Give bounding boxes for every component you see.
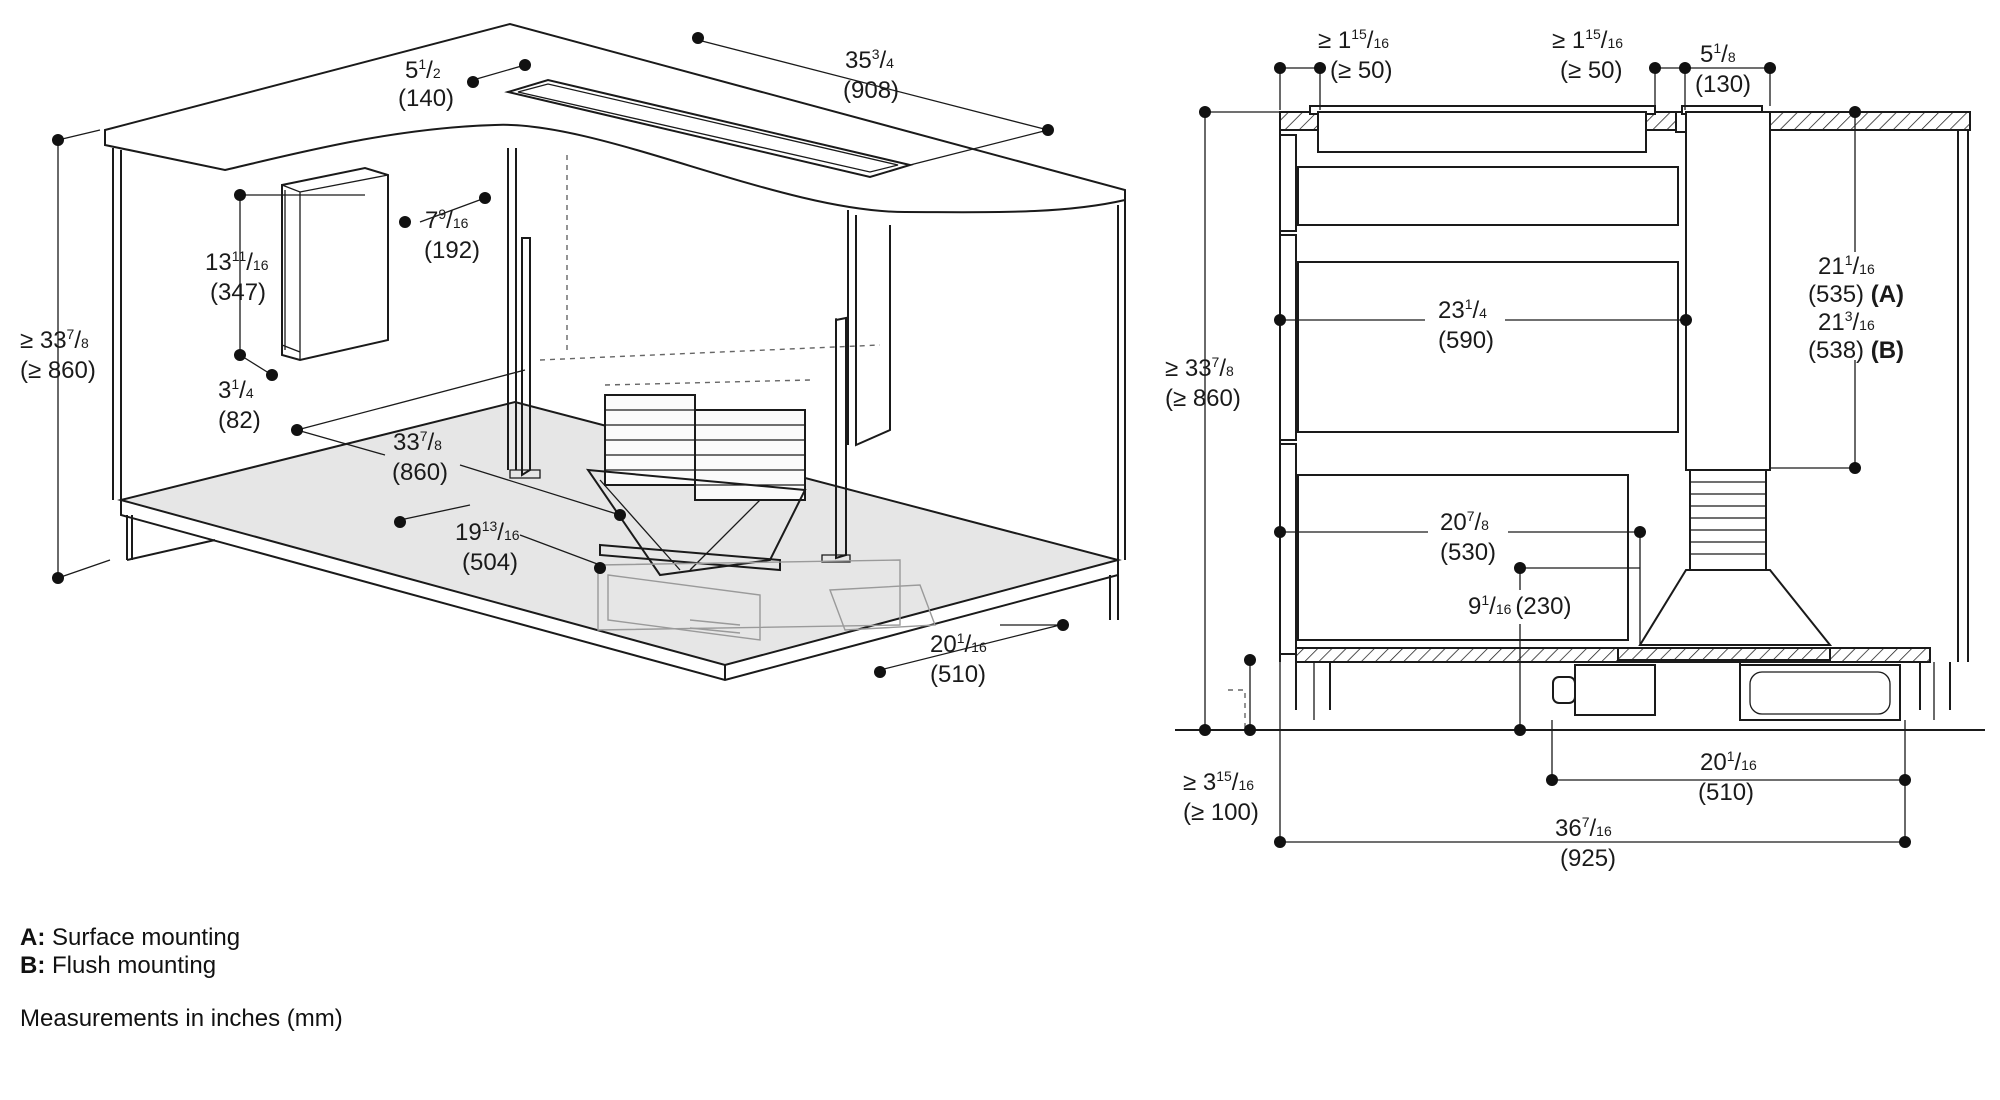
dim-label-130: 51/8 (130) — [1695, 40, 1751, 98]
ghost-components — [539, 344, 936, 641]
external-blower — [281, 166, 389, 362]
svg-text:(535) (A): (535) (A) — [1808, 281, 1904, 308]
legend-key-b: B: — [20, 952, 46, 979]
svg-text:91/16(230): 91/16(230) — [1468, 592, 1571, 620]
dim-label-504: 1913/16 (504) — [455, 518, 520, 576]
fan-housing — [1638, 569, 1833, 646]
svg-text:51/2: 51/2 — [405, 56, 441, 84]
svg-text:≥ 115/16: ≥ 115/16 — [1318, 26, 1389, 54]
dim-label-860-height: ≥ 337/8 (≥ 860) — [20, 326, 96, 384]
svg-text:≥ 337/8: ≥ 337/8 — [20, 326, 89, 354]
svg-text:211/16: 211/16 — [1818, 252, 1875, 280]
svg-text:(504): (504) — [462, 549, 518, 576]
section-view: ≥ 115/16 (≥ 50) ≥ 115/16 (≥ 50) 51/8 (13… — [1165, 26, 1985, 872]
section-dimension-dots — [1199, 62, 1911, 848]
dim-label-908: 353/4 (908) — [843, 46, 899, 104]
dim-label-535-a: 211/16 (535) (A) — [1808, 252, 1908, 360]
units-note-text: Measurements in inches (mm) — [20, 1005, 343, 1032]
svg-text:(925): (925) — [1560, 845, 1616, 872]
dim-label-860-section: ≥ 337/8 (≥ 860) — [1165, 354, 1241, 412]
svg-text:(538) (B): (538) (B) — [1808, 337, 1904, 364]
svg-text:(130): (130) — [1695, 71, 1751, 98]
svg-text:1311/16: 1311/16 — [205, 248, 269, 276]
svg-text:(510): (510) — [930, 661, 986, 688]
dim-label-925: 367/16 (925) — [1555, 814, 1616, 872]
svg-text:(347): (347) — [210, 279, 266, 306]
svg-text:(590): (590) — [1438, 327, 1494, 354]
svg-text:31/4: 31/4 — [218, 376, 254, 404]
svg-text:(≥ 50): (≥ 50) — [1560, 57, 1623, 84]
dim-label-510: 201/16 (510) — [930, 630, 987, 688]
svg-text:337/8: 337/8 — [393, 428, 442, 456]
svg-text:367/16: 367/16 — [1555, 814, 1612, 842]
dim-label-230: 91/16(230) — [1462, 590, 1590, 624]
svg-text:(≥ 50): (≥ 50) — [1330, 57, 1393, 84]
svg-text:(≥ 860): (≥ 860) — [20, 357, 96, 384]
legend-text-a: Surface mounting — [45, 924, 241, 951]
legend-item-a: A: Surface mounting — [20, 924, 240, 952]
fan-unit — [585, 394, 807, 577]
isometric-view: 353/4 (908) 51/2 (140) 79/16 (192) 1311/… — [20, 22, 1126, 688]
svg-text:≥ 315/16: ≥ 315/16 — [1183, 768, 1254, 796]
dimension-dots — [52, 32, 1069, 678]
svg-text:231/4: 231/4 — [1438, 296, 1487, 324]
vertical-duct — [1685, 111, 1771, 471]
svg-text:213/16: 213/16 — [1818, 308, 1875, 336]
svg-text:207/8: 207/8 — [1440, 508, 1489, 536]
dim-label-100: ≥ 315/16 (≥ 100) — [1183, 768, 1259, 826]
legend-item-b: B: Flush mounting — [20, 952, 240, 980]
svg-text:1913/16: 1913/16 — [455, 518, 520, 546]
svg-text:201/16: 201/16 — [930, 630, 987, 658]
svg-text:≥ 337/8: ≥ 337/8 — [1165, 354, 1234, 382]
flex-duct — [1689, 469, 1767, 571]
legend: A: Surface mounting B: Flush mounting — [20, 924, 240, 980]
plinth-blower — [1552, 661, 1901, 721]
svg-text:(≥ 860): (≥ 860) — [1165, 385, 1241, 412]
legend-key-a: A: — [20, 924, 46, 951]
svg-text:(908): (908) — [843, 77, 899, 104]
svg-text:(140): (140) — [398, 85, 454, 112]
legend-text-b: Flush mounting — [45, 952, 217, 979]
dim-label-530: 207/8 (530) — [1428, 505, 1508, 567]
svg-text:(192): (192) — [424, 237, 480, 264]
dim-label-347: 1311/16 (347) — [205, 248, 269, 306]
svg-text:≥ 115/16: ≥ 115/16 — [1552, 26, 1623, 54]
dim-label-590: 231/4 (590) — [1425, 292, 1505, 354]
svg-text:51/8: 51/8 — [1700, 40, 1736, 68]
svg-text:(82): (82) — [218, 407, 261, 434]
svg-text:353/4: 353/4 — [845, 46, 894, 74]
dim-label-140: 51/2 (140) — [398, 56, 454, 112]
units-note: Measurements in inches (mm) — [20, 1005, 343, 1033]
svg-text:(530): (530) — [1440, 539, 1496, 566]
dim-label-50-left: ≥ 115/16 (≥ 50) — [1318, 26, 1393, 84]
svg-text:201/16: 201/16 — [1700, 748, 1757, 776]
dim-label-192: 79/16 (192) — [424, 206, 480, 264]
svg-text:79/16: 79/16 — [425, 206, 469, 234]
svg-text:(≥ 100): (≥ 100) — [1183, 799, 1259, 826]
dim-label-50-right: ≥ 115/16 (≥ 50) — [1552, 26, 1623, 84]
dim-label-82: 31/4 (82) — [218, 376, 261, 434]
svg-text:(510): (510) — [1698, 779, 1754, 806]
dim-label-510-section: 201/16 (510) — [1698, 748, 1757, 806]
dim-label-538-b: 213/16 (538) (B) — [1808, 308, 1904, 364]
svg-text:(860): (860) — [392, 459, 448, 486]
dim-label-860-depth: 337/8 (860) — [392, 428, 448, 486]
